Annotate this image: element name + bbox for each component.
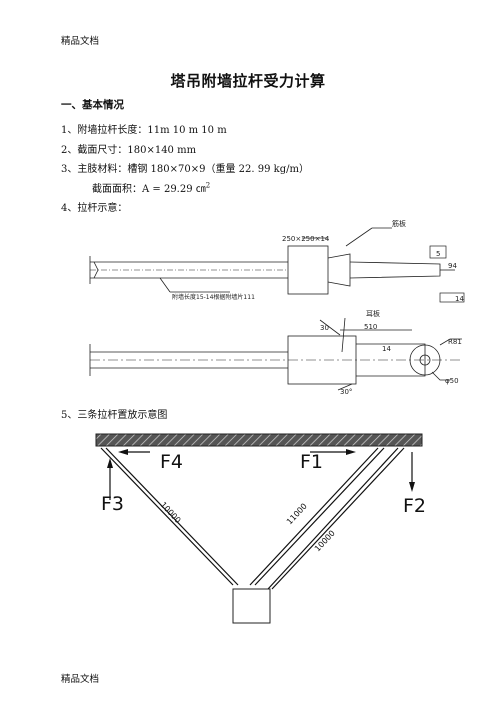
rod-length-right: 10000 <box>313 529 337 554</box>
dim-14b: 14 <box>382 345 391 353</box>
item-layout-sketch: 5、三条拉杆置放示意图 <box>61 410 168 421</box>
length-note: 附墙长度15-14根据附墙片111 <box>172 293 255 301</box>
force-f4: F4 <box>160 451 183 473</box>
rod-length-middle: 11000 <box>285 502 309 527</box>
page-footer: 精品文档 <box>61 674 100 685</box>
dim-r81: R81 <box>448 338 462 346</box>
item-material: 3、主肢材料：槽钢 180×70×9（重量 22. 99 kg/m） <box>61 164 309 175</box>
item-rod-sketch: 4、拉杆示意： <box>61 203 128 214</box>
ear-plate-tag: 耳板 <box>366 309 380 318</box>
dim-angle: 30° <box>340 388 352 396</box>
force-f3: F3 <box>101 493 124 515</box>
dim-94: 94 <box>448 262 457 270</box>
rod-length-left: 10000 <box>159 500 183 525</box>
tower-section <box>232 588 271 624</box>
item-area-text: 截面面积：A = 29.29 ㎝ <box>92 184 206 195</box>
rib-tag: 筋板 <box>392 219 406 228</box>
plate-label: 250×250×14 <box>282 235 330 243</box>
force-f2: F2 <box>403 495 426 517</box>
item-rod-length: 1、附墙拉杆长度：11m 10 m 10 m <box>61 125 227 136</box>
wall-hatch <box>95 433 423 447</box>
dim-phi50: φ50 <box>445 377 459 385</box>
item-area: 截面面积：A = 29.29 ㎝2 <box>92 180 210 195</box>
dim-14: 14 <box>455 295 464 303</box>
area-superscript: 2 <box>205 181 211 190</box>
section-heading: 一、基本情况 <box>61 99 124 111</box>
dim-5: 5 <box>436 250 440 258</box>
force-f1: F1 <box>300 451 323 473</box>
dim-510: 510 <box>364 323 377 331</box>
dim-30: 30 <box>320 324 329 332</box>
item-section-size: 2、截面尺寸：180×140 mm <box>61 145 197 156</box>
page-header: 精品文档 <box>61 36 100 47</box>
page-title: 塔吊附墙拉杆受力计算 <box>170 72 326 90</box>
